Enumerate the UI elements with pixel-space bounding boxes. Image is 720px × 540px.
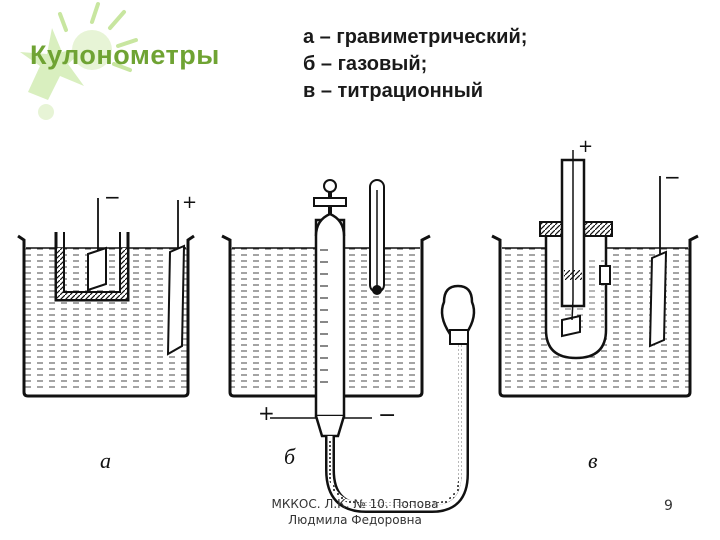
legend-item-b: б – газовый; bbox=[303, 53, 428, 75]
figure-label-v: в bbox=[588, 448, 598, 473]
legend-item-v: в – титрационный bbox=[303, 80, 484, 102]
page-number: 9 bbox=[664, 498, 673, 514]
legend: а – гравиметрический; б – газовый; в – т… bbox=[303, 24, 527, 105]
figure-label-a: а bbox=[100, 448, 111, 473]
slide-title: Кулонометры bbox=[30, 40, 220, 70]
coulometer-a: − + bbox=[17, 185, 197, 398]
decorative-starburst bbox=[20, 2, 138, 120]
figure-label-b: б bbox=[284, 444, 296, 469]
coulometer-v: + − bbox=[491, 136, 699, 398]
polarity-v-plus: + bbox=[578, 136, 593, 157]
polarity-a-minus: − bbox=[104, 185, 121, 209]
polarity-a-plus: + bbox=[182, 192, 197, 213]
footer-line-1: МККОС. Л.К. № 10. Попова bbox=[271, 497, 439, 511]
legend-item-a: а – гравиметрический; bbox=[303, 26, 528, 48]
polarity-v-minus: − bbox=[664, 165, 681, 189]
polarity-b-minus: − bbox=[378, 403, 396, 428]
footer: МККОС. Л.К. № 10. Попова Людмила Федоров… bbox=[250, 496, 460, 528]
polarity-b-plus: + bbox=[258, 401, 275, 425]
coulometer-b: + − bbox=[221, 179, 476, 513]
footer-line-2: Людмила Федоровна bbox=[288, 513, 422, 527]
